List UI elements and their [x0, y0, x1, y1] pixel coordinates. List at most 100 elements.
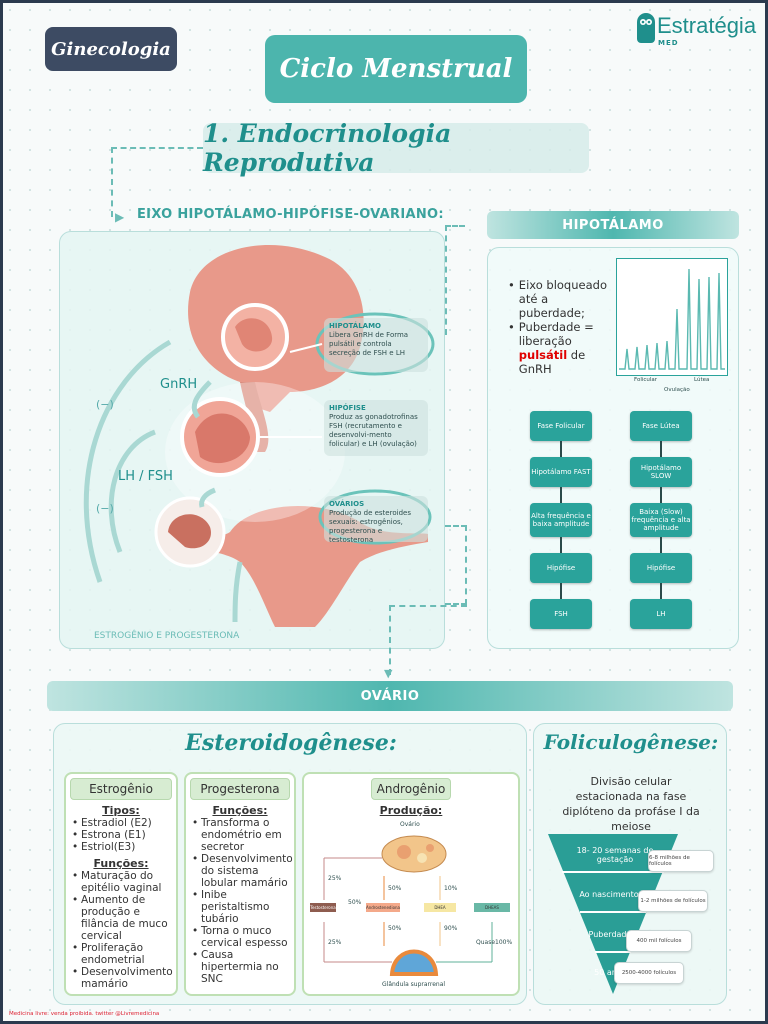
flow-right-2: Hipotálamo SLOW — [630, 457, 692, 487]
flow-arrow — [560, 487, 562, 503]
flow-arrow — [560, 537, 562, 553]
list-item: Desenvolvimento do sistema lobular mamár… — [192, 853, 293, 889]
estrogenio-card: Estrogênio Tipos: Estradiol (E2) Estrona… — [64, 772, 178, 996]
ovario-label: Ovário — [400, 821, 420, 828]
esteroidogenese-panel: Esteroidogênese: Estrogênio Tipos: Estra… — [53, 723, 527, 1005]
flow-right-5: LH — [630, 599, 692, 629]
foliculogenese-text: Divisão celular estacionada na fase dipl… — [562, 775, 700, 833]
level-stage: 50 anos — [594, 968, 626, 977]
gnrh-label: GnRH — [160, 377, 198, 392]
bullet-item: •Eixo bloqueado até a puberdade; — [508, 278, 607, 320]
connector-ovario — [445, 525, 467, 605]
level-count: 1-2 milhões de folículos — [638, 890, 708, 912]
foliculogenese-panel: Foliculogênese: Divisão celular estacion… — [533, 723, 727, 1005]
androgen-production-diagram — [310, 835, 510, 976]
ovarios-note-title: OVÁRIOS — [329, 500, 365, 508]
level-stage: 18- 20 semanas de gestação — [576, 846, 654, 864]
flow-right-1: Fase Lútea — [630, 411, 692, 441]
producao-title: Produção: — [379, 804, 443, 817]
flow-right-3: Baixa (Slow) frequência e alta amplitude — [630, 503, 692, 537]
progesterona-funcoes-list: Transforma o endométrio em secretor Dese… — [192, 817, 293, 985]
flow-arrow — [660, 537, 662, 553]
hipotalamo-panel: •Eixo bloqueado até a puberdade; •Puberd… — [487, 247, 739, 649]
negative-feedback-2: (−) — [96, 502, 114, 515]
brand-sub: MED — [658, 39, 679, 47]
glandula-label: Glândula suprarrenal — [382, 981, 446, 988]
list-item: Transforma o endométrio em secretor — [192, 817, 288, 853]
estrogenio-head: Estrogênio — [70, 778, 172, 800]
level-count: 400 mil folículos — [626, 930, 692, 952]
page-title: Ciclo Menstrual — [265, 35, 527, 103]
list-item: Causa hipertermia no SNC — [192, 949, 288, 985]
list-item: Estradiol (E2) — [72, 817, 170, 829]
pct-label: Quase100% — [476, 939, 513, 946]
hipotalamo-band: HIPOTÁLAMO — [487, 211, 739, 239]
tipos-list: Estradiol (E2) Estrona (E1) Estriol(E3) — [72, 817, 170, 853]
pct-label: 50% — [388, 925, 402, 932]
testosterona-label: Testosterona — [310, 905, 336, 910]
section-title: 1. Endocrinologia Reprodutiva — [203, 119, 589, 177]
flow-arrow — [660, 583, 662, 599]
owl-icon — [637, 13, 655, 43]
footer-note: Medicina livre: venda proibida. twitter … — [9, 1011, 160, 1017]
bullet2-b: pulsátil — [518, 348, 568, 362]
level-count: 2500-4000 folículos — [614, 962, 684, 984]
level-stage: Puberdade — [588, 930, 632, 939]
negative-feedback-1: (−) — [96, 398, 114, 411]
esteroidogenese-title: Esteroidogênese: — [185, 730, 397, 756]
pct-label: 10% — [444, 885, 458, 892]
hipotalamo-bullets: •Eixo bloqueado até a puberdade; •Puberd… — [508, 278, 608, 376]
gnrh-pulse-chart — [616, 258, 728, 376]
bullet-item: •Puberdade = liberação pulsátil de GnRH — [508, 320, 608, 376]
ovarios-note-text: Produção de esteroides sexuais: estrogên… — [329, 509, 411, 544]
list-item: Proliferação endometrial — [72, 942, 170, 966]
pct-label: 90% — [444, 925, 458, 932]
level-stage: Ao nascimento — [579, 890, 639, 899]
progesterona-head: Progesterona — [190, 778, 290, 800]
bullet2-c: de GnRH — [518, 348, 586, 376]
flow-right-4: Hipófise — [630, 553, 692, 583]
flow-left-1: Fase Folicular — [530, 411, 592, 441]
funcoes-title: Funções: — [212, 804, 268, 817]
flow-left-3: Alta frequência e baixa amplitude — [530, 503, 592, 537]
flow-left-4: Hipófise — [530, 553, 592, 583]
flow-left-5: FSH — [530, 599, 592, 629]
flow-arrow — [660, 441, 662, 457]
brand-name: Estratégia — [657, 13, 757, 38]
pct-label: 50% — [348, 899, 362, 906]
list-item: Maturação do epitélio vaginal — [72, 870, 170, 894]
arrow-down-icon: ▼ — [384, 667, 393, 680]
axis-diagram-panel: GnRH LH / FSH (−) (−) ESTROGÊNIO E PROGE… — [59, 231, 445, 649]
foliculogenese-title: Foliculogênese: — [543, 730, 719, 754]
level-count: 6-8 milhões de folículos — [648, 850, 714, 872]
chart-ovulacao: Ovulação — [664, 387, 690, 393]
pct-label: 25% — [328, 939, 342, 946]
androstenediona-label: Androstenediona — [366, 905, 401, 910]
flow-left-2: Hipotálamo FAST — [530, 457, 592, 487]
chart-folicular: Folicular — [634, 377, 658, 383]
connector-line — [111, 147, 203, 217]
list-item: Inibe peristaltismo tubário — [192, 889, 288, 925]
list-item: Estrona (E1) — [72, 829, 170, 841]
axis-illustration — [83, 244, 435, 627]
hipofise-note-title: HIPÓFISE — [329, 404, 366, 412]
progesterona-card: Progesterona Funções: Transforma o endom… — [184, 772, 296, 996]
hipotalamo-note-title: HIPOTÁLAMO — [329, 322, 381, 330]
hipotalamo-note-text: Libera GnRH de Forma pulsátil e controla… — [329, 331, 409, 357]
bullet2-a: Puberdade = liberação — [518, 320, 594, 348]
lh-fsh-label: LH / FSH — [118, 469, 173, 484]
connector-hipotalamo — [445, 225, 465, 335]
list-item: Desenvolvimento mamário — [72, 966, 173, 990]
list-item: Torna o muco cervical espesso — [192, 925, 288, 949]
ovarios-note: OVÁRIOS Produção de esteroides sexuais: … — [324, 496, 428, 544]
dhea-label: DHEA — [434, 905, 446, 910]
brand-logo: Estratégia MED — [637, 11, 761, 51]
pct-label: 50% — [388, 885, 402, 892]
ovario-band: OVÁRIO — [47, 681, 733, 711]
estrogenio-funcoes-list: Maturação do epitélio vaginal Aumento de… — [72, 870, 173, 990]
hormone-feedback-label: ESTROGÊNIO E PROGESTERONA — [94, 631, 240, 641]
list-item: Estriol(E3) — [72, 841, 170, 853]
hipotalamo-note: HIPOTÁLAMO Libera GnRH de Forma pulsátil… — [324, 318, 428, 372]
axis-label: EIXO HIPOTÁLAMO-HIPÓFISE-OVARIANO: — [137, 207, 444, 222]
follicle-pyramid — [548, 834, 678, 994]
